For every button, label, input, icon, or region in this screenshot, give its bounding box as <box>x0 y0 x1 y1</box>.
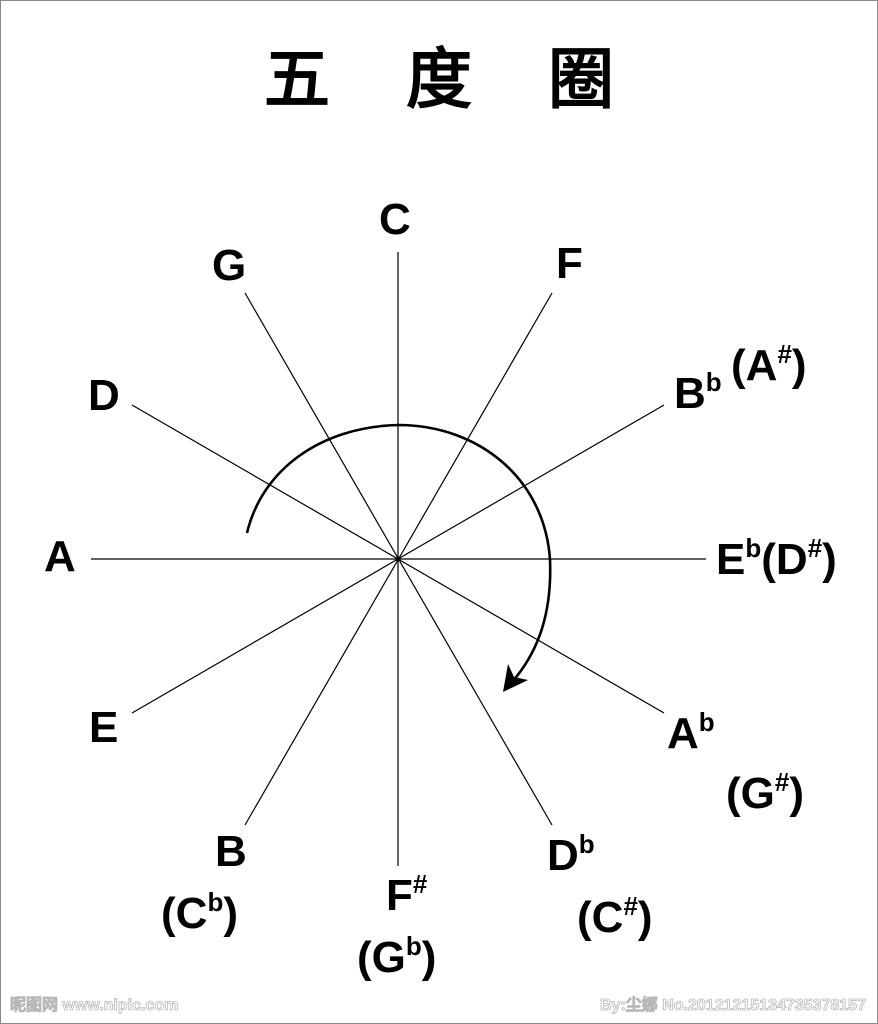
key-label-Ab: Ab <box>667 707 715 758</box>
page-title: 五度圈 <box>264 41 690 118</box>
key-label-Db-enharmonic: (C#) <box>577 891 653 942</box>
key-label-Eb: Eb(D#) <box>716 533 837 584</box>
key-label-F: F <box>556 239 583 288</box>
key-label-Ab-enharmonic: (G#) <box>726 767 805 818</box>
key-label-Fsharp-enharmonic: (Gb) <box>357 931 437 982</box>
key-label-Db: Db <box>547 829 595 880</box>
key-label-Fsharp: F# <box>386 869 428 920</box>
key-label-Bb: Bb <box>674 367 722 418</box>
arrowhead-icon <box>503 664 528 692</box>
key-label-A: A <box>44 532 76 581</box>
key-label-Bb-enharmonic: (A#) <box>731 339 807 390</box>
key-label-G: G <box>212 241 247 290</box>
watermark-id: By:尘娜 No.20121215134735378157 <box>600 997 867 1014</box>
key-label-E: E <box>89 703 119 752</box>
key-label-D: D <box>88 371 120 420</box>
watermark-site: 昵图网 www.nipic.com <box>10 997 179 1014</box>
center-hub <box>395 556 401 562</box>
key-label-C: C <box>379 195 411 244</box>
key-label-B-enharmonic: (Cb) <box>161 887 238 938</box>
key-label-B: B <box>215 827 247 876</box>
clockwise-arrow-arc <box>245 423 552 683</box>
